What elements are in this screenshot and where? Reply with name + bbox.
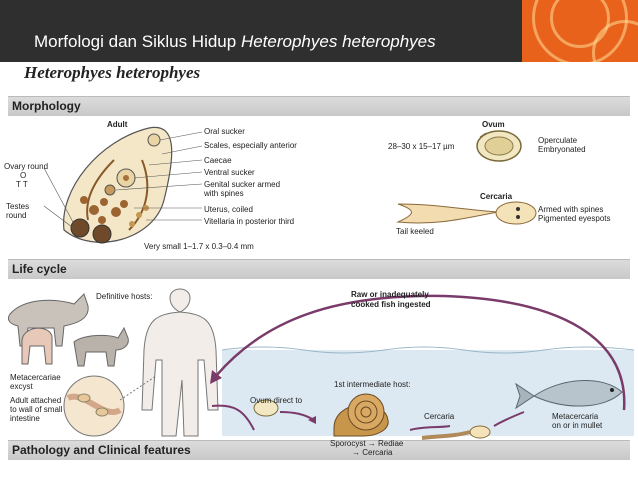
label-testes: Testes	[6, 202, 30, 211]
raw-fish-label-2: cooked fish ingested	[351, 300, 431, 309]
label-testes-round: round	[6, 211, 27, 220]
label-ventral-sucker: Ventral sucker	[204, 168, 255, 177]
figure-heading: Heterophyes heterophyes	[24, 63, 201, 82]
metacercaria-label-1: Metacercaria	[552, 412, 599, 421]
label-ovary-symbol: O	[20, 171, 27, 180]
adult-attached-2: to wall of small	[10, 405, 63, 414]
ovum-direct-label: Ovum direct to	[250, 396, 303, 405]
ovum-desc-1: Operculate	[538, 136, 578, 145]
label-genital-sucker: Genital sucker armed	[204, 180, 281, 189]
metacercaria-label-2: on or in mullet	[552, 421, 603, 430]
section-life-cycle-label: Life cycle	[12, 262, 67, 276]
label-testes-symbol: T T	[16, 180, 28, 189]
slide-title-main: Morfologi dan Siklus Hidup	[34, 32, 241, 51]
adult-worm-illustration	[43, 126, 203, 244]
section-pathology: Pathology and Clinical features	[8, 440, 630, 460]
first-host-label: 1st intermediate host:	[334, 380, 411, 389]
figure-panel: Heterophyes heterophyes Morphology Life …	[4, 62, 638, 479]
cercaria-tail: Tail keeled	[396, 227, 434, 236]
cercaria-desc-2: Pigmented eyespots	[538, 214, 611, 223]
ovum-icon	[476, 130, 522, 162]
label-uterus: Uterus, coiled	[204, 205, 253, 214]
slide-title-bar: Morfologi dan Siklus Hidup Heterophyes h…	[0, 0, 522, 62]
section-morphology-label: Morphology	[12, 99, 81, 113]
label-genital-sucker-2: with spines	[204, 189, 244, 198]
slide-title: Morfologi dan Siklus Hidup Heterophyes h…	[34, 32, 436, 52]
accent-corner	[522, 0, 638, 62]
ovum-desc-2: Embryonated	[538, 145, 586, 154]
to-cercaria-label: → Cercaria	[352, 448, 393, 457]
label-scales: Scales, especially anterior	[204, 141, 297, 150]
meta-excyst-2: excyst	[10, 382, 33, 391]
adult-attached-1: Adult attached	[10, 396, 62, 405]
cercaria-cycle-label: Cercaria	[424, 412, 455, 421]
section-pathology-label: Pathology and Clinical features	[12, 443, 191, 457]
life-cycle-illustration	[7, 288, 635, 440]
cercaria-title: Cercaria	[480, 192, 513, 201]
section-morphology: Morphology	[8, 96, 630, 116]
adult-title: Adult	[107, 120, 128, 129]
cercaria-desc-1: Armed with spines	[538, 205, 604, 214]
raw-fish-label-1: Raw or inadequately	[351, 290, 429, 299]
label-vitellaria: Vitellaria in posterior third	[204, 217, 295, 226]
sporocyst-label: Sporocyst → Rediae	[330, 439, 404, 448]
label-caecae: Caecae	[204, 156, 232, 165]
ovum-size: 28–30 x 15–17 µm	[388, 142, 455, 151]
adult-attached-3: intestine	[10, 414, 40, 423]
cercaria-icon	[396, 201, 537, 225]
section-life-cycle: Life cycle	[8, 259, 630, 279]
label-oral-sucker: Oral sucker	[204, 127, 245, 136]
ovum-title: Ovum	[482, 120, 505, 129]
label-ovary: Ovary round	[4, 162, 49, 171]
meta-excyst-1: Metacercariae	[10, 373, 61, 382]
slide-title-italic: Heterophyes heterophyes	[240, 32, 436, 51]
adult-size: Very small 1–1.7 x 0.3–0.4 mm	[144, 242, 254, 251]
definitive-hosts-label: Definitive hosts:	[96, 292, 153, 301]
